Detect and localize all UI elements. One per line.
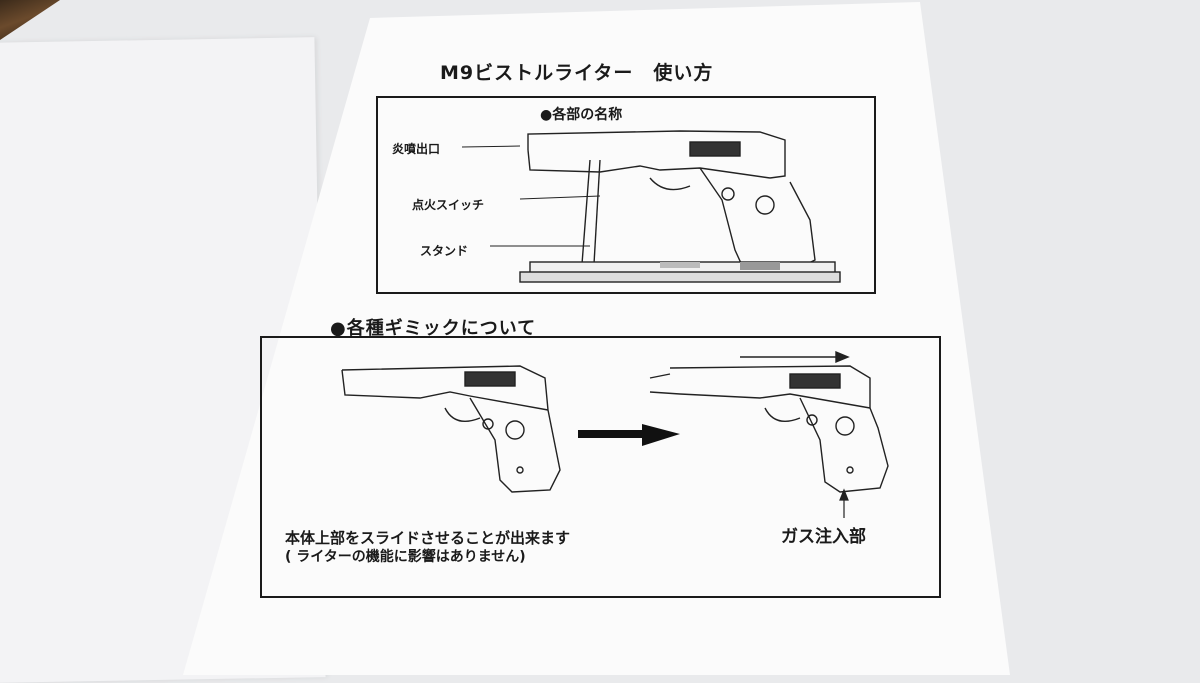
slide-caption: 本体上部をスライドさせることが出来ます xyxy=(285,529,571,547)
leader-line xyxy=(461,145,521,148)
part-label-ignition-switch: 点火スイッチ xyxy=(412,198,485,212)
bullet-icon: ● xyxy=(540,107,553,123)
parts-name-box xyxy=(376,96,876,294)
page-title: M9ビストルライター 使い方 xyxy=(440,62,714,84)
part-label-stand: スタンド xyxy=(420,244,469,258)
section1-heading: ●各部の名称 xyxy=(540,104,622,124)
pistol-illustration xyxy=(341,365,561,493)
gimmick-box xyxy=(260,336,941,598)
pistol-on-stand-illustration xyxy=(519,130,841,283)
section2-heading: ●各種ギミックについて xyxy=(330,314,536,340)
part-label-flame-outlet: 炎噴出口 xyxy=(392,142,441,156)
section2-heading-text: 各種ギミックについて xyxy=(346,318,537,339)
slide-caption-note: ( ライターの機能に影響はありません) xyxy=(285,549,526,565)
gas-inlet-label: ガス注入部 xyxy=(781,527,866,547)
pistol-slide-moved-illustration xyxy=(649,365,889,493)
slide-arrow-icon xyxy=(740,350,850,364)
gas-inlet-pointer xyxy=(839,488,849,518)
bullet-icon: ● xyxy=(330,318,347,339)
arrow-right-icon xyxy=(578,424,680,446)
leader-line xyxy=(519,195,601,200)
section1-heading-text: 各部の名称 xyxy=(552,107,623,123)
